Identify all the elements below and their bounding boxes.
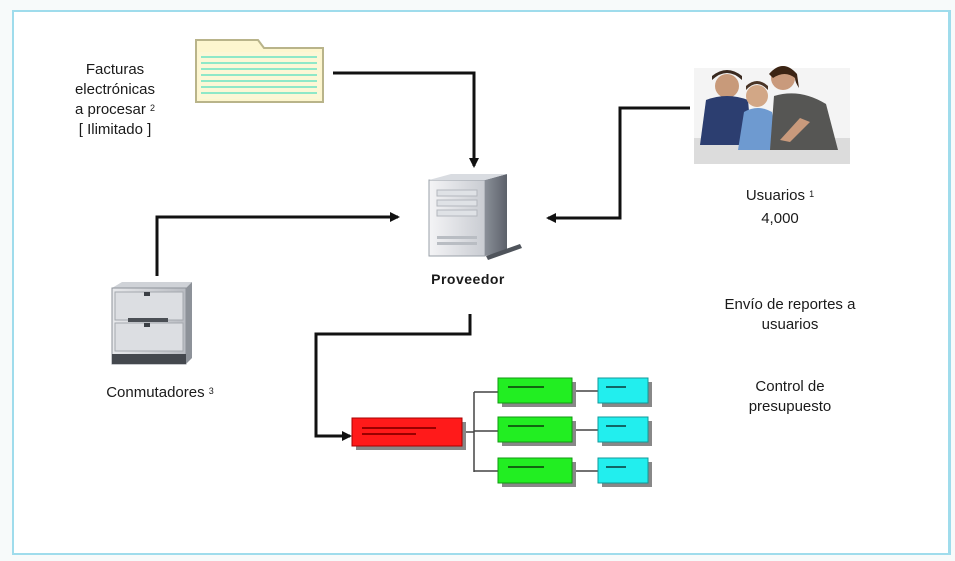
reports-label-line2: usuarios xyxy=(761,316,819,333)
server-tower-icon xyxy=(428,174,522,260)
tree-level2-node-3 xyxy=(497,457,576,487)
tree-level3-node-1 xyxy=(597,377,652,407)
invoices-label-line4: [ Ilimitado ] xyxy=(78,121,152,138)
tree-root-node xyxy=(351,417,466,450)
invoices-footnote: 2 xyxy=(150,103,156,113)
budget-label-line1: Control de xyxy=(755,378,825,395)
invoices-label-line2: electrónicas xyxy=(74,81,156,98)
arrow-invoices-to-provider xyxy=(333,71,479,168)
arrow-switches-to-provider xyxy=(155,212,400,276)
switches-label: Conmutadores 3 xyxy=(106,384,214,401)
org-tree xyxy=(351,377,652,487)
users-footnote: 1 xyxy=(809,189,815,199)
provider-label: Proveedor xyxy=(431,271,505,287)
tree-level2-node-2 xyxy=(497,416,576,446)
tree-level3-node-3 xyxy=(597,457,652,487)
budget-label: Control de presupuesto xyxy=(700,377,880,417)
budget-label-line2: presupuesto xyxy=(748,398,832,415)
invoices-label-line1: Facturas xyxy=(85,61,145,78)
users-label: Usuarios 1 4,000 xyxy=(700,186,860,229)
invoices-label: Facturas electrónicas a procesar 2 [ Ili… xyxy=(40,60,190,140)
connector-lines xyxy=(155,71,690,441)
arrow-provider-to-tree xyxy=(314,314,472,441)
reports-label-line1: Envío de reportes a xyxy=(724,296,856,313)
tree-level2-node-1 xyxy=(497,377,576,407)
tree-level3-node-2 xyxy=(597,416,652,446)
users-count: 4,000 xyxy=(761,210,799,227)
invoices-label-line3: a procesar 2 xyxy=(74,101,156,118)
reports-label: Envío de reportes a usuarios xyxy=(680,295,900,335)
office-team-photo xyxy=(694,66,850,164)
arrow-users-to-provider xyxy=(546,106,690,223)
switches-footnote: 3 xyxy=(208,386,214,396)
users-title: Usuarios 1 xyxy=(745,187,815,204)
network-switch-cabinet-icon xyxy=(111,282,192,365)
folder-with-lines-icon xyxy=(195,39,324,103)
